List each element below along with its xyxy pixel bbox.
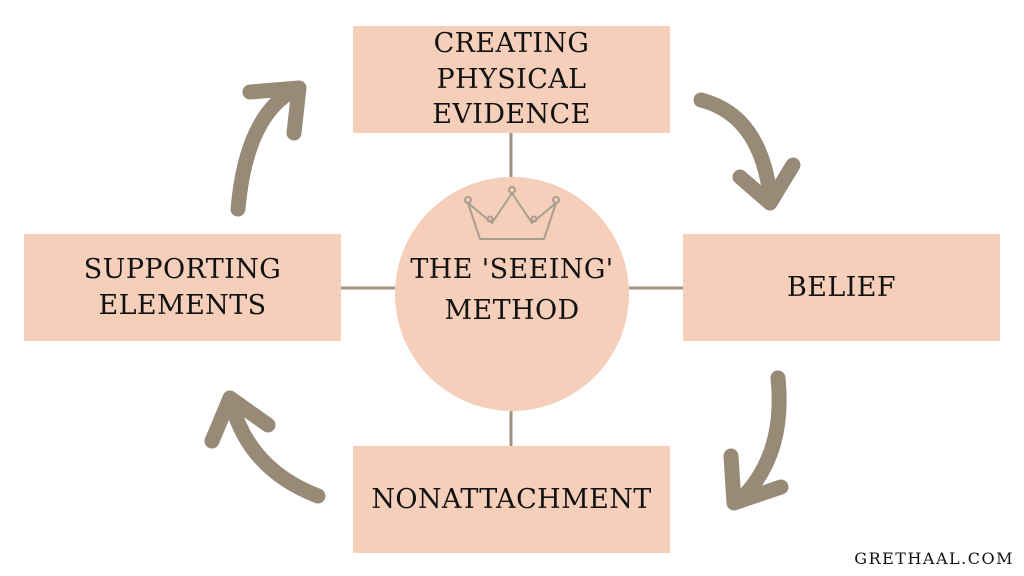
arrow-left-to-top-icon (230, 83, 300, 217)
center-title: THE 'SEEING' METHOD (410, 254, 614, 326)
arrow-bottom-to-left-icon (224, 397, 326, 504)
step-supporting-elements: SUPPORTING ELEMENTS (24, 234, 341, 341)
center-hub (395, 177, 629, 411)
step-nonattachment: NONATTACHMENT (353, 446, 670, 553)
step-creating-physical-evidence: CREATING PHYSICAL EVIDENCE (353, 26, 670, 133)
arrow-right-to-bottom-icon (732, 370, 787, 508)
arrow-top-to-right-head (732, 157, 801, 211)
step-label: SUPPORTING ELEMENTS (83, 253, 282, 321)
arrow-top-to-right-icon (693, 92, 778, 203)
crown-icon (464, 186, 560, 240)
arrow-right-to-bottom-head (723, 448, 789, 511)
step-belief: BELIEF (683, 234, 1000, 341)
step-label: NONATTACHMENT (371, 483, 652, 515)
site-credit: GRETHAAL.COM (854, 549, 1014, 568)
step-label: BELIEF (787, 271, 896, 303)
arrow-bottom-to-left-head (204, 390, 276, 449)
step-label: CREATING PHYSICAL EVIDENCE (432, 28, 591, 131)
arrow-left-to-top-head (242, 80, 307, 141)
